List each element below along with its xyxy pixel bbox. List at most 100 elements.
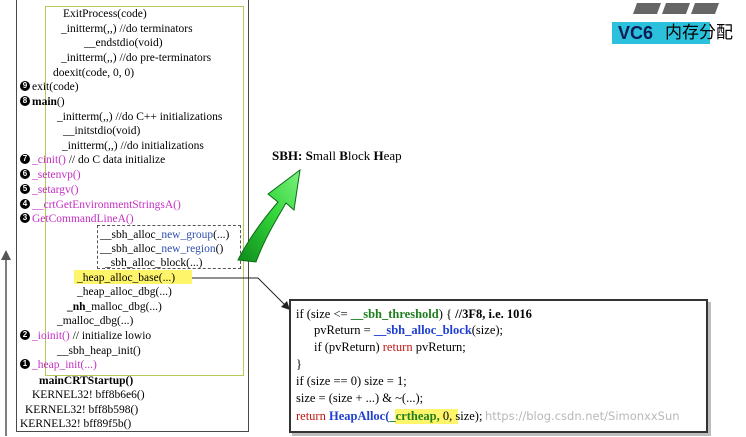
stack-main-parens: () <box>56 96 65 108</box>
stack-initterm-terminators: _initterm(,,) //do terminators <box>61 23 193 35</box>
code-line-2: pvReturn = __sbh_alloc_block(size); <box>314 322 503 338</box>
code-l1-threshold: __sbh_threshold <box>350 307 439 321</box>
sbh-heading-h: H <box>373 148 384 163</box>
stack-initstdio: __initstdio(void) <box>63 125 141 137</box>
sbh-new-group-args: (...) <box>213 229 230 241</box>
stack-sbh-alloc-block: _sbh_alloc_block(...) <box>105 257 203 269</box>
stack-crtgetenv-label: __crtGetEnvironmentStringsA() <box>32 199 181 211</box>
code-l7-heapalloc: HeapAlloc( <box>328 409 390 423</box>
stack-heap-init: 1_heap_init(...) <box>20 358 97 372</box>
code-l7-crtheap: _crtheap, <box>389 409 440 423</box>
code-line-4: } <box>296 357 302 371</box>
brand-title: 内存分配 <box>665 23 733 43</box>
stack-heap-init-label: _heap_init(...) <box>32 359 97 371</box>
code-l1-comment: //3F8, i.e. 1016 <box>455 307 532 321</box>
stack-sbh-heap-init: __sbh_heap_init() <box>57 345 141 357</box>
stack-setenvp-label: _setenvp() <box>32 169 81 181</box>
stack-sbh-new-region: __sbh_alloc_new_region() <box>100 242 223 256</box>
sbh-heading-s: S <box>305 148 313 163</box>
step-6-marker: 6 <box>20 169 30 180</box>
nh-prefix: _nh <box>67 301 86 313</box>
code-l2-assign: pvReturn = <box>314 323 374 337</box>
step-1-marker: 1 <box>20 359 30 370</box>
stack-exit-label: exit(code) <box>32 81 79 93</box>
heap-alloc-base-highlight <box>74 270 192 284</box>
code-l1-if: if (size <= <box>296 307 351 321</box>
sbh-new-region-args: () <box>215 243 224 255</box>
stack-malloc-dbg: _malloc_dbg(...) <box>57 315 134 327</box>
code-l7-args: 0, size); <box>439 409 483 423</box>
call-stack-frame <box>16 0 249 432</box>
crtheap-highlight <box>395 409 458 424</box>
code-l1-brace: ) { <box>438 307 456 321</box>
code-l3-value: pvReturn; <box>412 340 466 354</box>
brand-bar <box>612 22 710 44</box>
stack-crtgetenv: 4__crtGetEnvironmentStringsA() <box>20 198 181 212</box>
stack-main-label: main <box>32 96 57 108</box>
step-3-marker: 3 <box>20 213 30 224</box>
stack-maincrtstartup: mainCRTStartup() <box>39 375 134 387</box>
stack-cinit-label: _cinit() <box>32 154 66 166</box>
stack-growth-arrow <box>1 250 11 436</box>
heap-alloc-base-code <box>289 299 708 433</box>
stack-cinit-comment: // do C data initialize <box>65 154 166 166</box>
stack-kernel1: KERNEL32! bff8b6e6() <box>32 389 145 401</box>
nh-rest: _malloc_dbg(...) <box>85 301 162 313</box>
stack-doexit: doexit(code, 0, 0) <box>53 67 135 79</box>
stack-sbh-new-group: __sbh_alloc_new_group(...) <box>100 228 229 242</box>
stack-exitprocess: ExitProcess(code) <box>63 8 147 20</box>
stack-kernel3: KERNEL32! bff89f5b() <box>20 418 132 430</box>
stack-heap-alloc-base: _heap_alloc_base(...) <box>77 272 176 284</box>
code-l7-return: return <box>296 409 326 423</box>
sbh-heading: SBH: Small Block Heap <box>272 148 402 164</box>
stack-setenvp: 6_setenvp() <box>20 168 81 182</box>
code-line-5: if (size == 0) size = 1; <box>296 374 407 388</box>
stack-setargv-label: _setargv() <box>32 184 79 196</box>
stack-initterm-init: _initterm(,,) //do initializations <box>62 140 204 152</box>
brand-vc6: VC6 <box>618 23 654 43</box>
stripe-2 <box>661 3 691 14</box>
sbh-heading-prefix: SBH: <box>272 148 303 163</box>
sbh-new-group-name: new_group <box>161 229 214 241</box>
stripe-1 <box>632 3 662 14</box>
code-l2-func: __sbh_alloc_block <box>373 323 472 337</box>
code-l3-return: return <box>382 340 413 354</box>
code-line-3: if (pvReturn) return pvReturn; <box>314 339 466 355</box>
sbh-heading-b: B <box>339 148 348 163</box>
stack-kernel2: KERNEL32! bff8b598() <box>25 404 139 416</box>
step-9-marker: 9 <box>20 81 30 92</box>
sbh-alloc-group <box>97 225 241 269</box>
stack-getcmdline-label: GetCommandLineA() <box>32 213 134 225</box>
code-line-1: if (size <= __sbh_threshold) { //3F8, i.… <box>296 306 532 322</box>
big-green-arrow <box>237 168 301 263</box>
stack-nh-malloc-dbg: _nh_malloc_dbg(...) <box>67 300 162 314</box>
step-7-marker: 7 <box>20 154 30 165</box>
sbh-heading-lock: lock <box>347 148 374 163</box>
stripe-3 <box>690 3 720 14</box>
stack-initterm-pre-terminators: _initterm(,,) //do pre-terminators <box>61 52 212 64</box>
stack-cinit: 7_cinit() // do C data initialize <box>20 153 165 167</box>
sbh-heading-mall: mall <box>312 148 340 163</box>
step-4-marker: 4 <box>20 199 30 210</box>
sbh-heading-eap: eap <box>383 148 402 163</box>
stack-initterm-cpp: _initterm(,,) //do C++ initializations <box>57 111 223 123</box>
stack-ioinit-comment: // initialize lowio <box>69 330 152 342</box>
code-line-7: return HeapAlloc(_crtheap, 0, size); <box>296 408 482 424</box>
sbh-new-region-prefix: __sbh_alloc_ <box>100 243 162 255</box>
stack-ioinit: 2_ioinit() // initialize lowio <box>20 329 151 343</box>
step-2-marker: 2 <box>20 330 30 341</box>
stack-setargv: 5_setargv() <box>20 183 78 197</box>
code-l3-if: if (pvReturn) <box>314 340 383 354</box>
code-line-6: size = (size + ...) & ~(...); <box>296 391 424 405</box>
watermark-url: https://blog.csdn.net/SimonxxSun <box>485 409 680 423</box>
step-5-marker: 5 <box>20 184 30 195</box>
sbh-new-group-prefix: __sbh_alloc_ <box>100 229 162 241</box>
code-l2-args: (size); <box>471 323 503 337</box>
stack-heap-alloc-dbg: _heap_alloc_dbg(...) <box>77 286 172 298</box>
stack-ioinit-label: _ioinit() <box>32 330 70 342</box>
exit-path-frame <box>45 6 244 376</box>
stack-endstdio: __endstdio(void) <box>84 37 163 49</box>
